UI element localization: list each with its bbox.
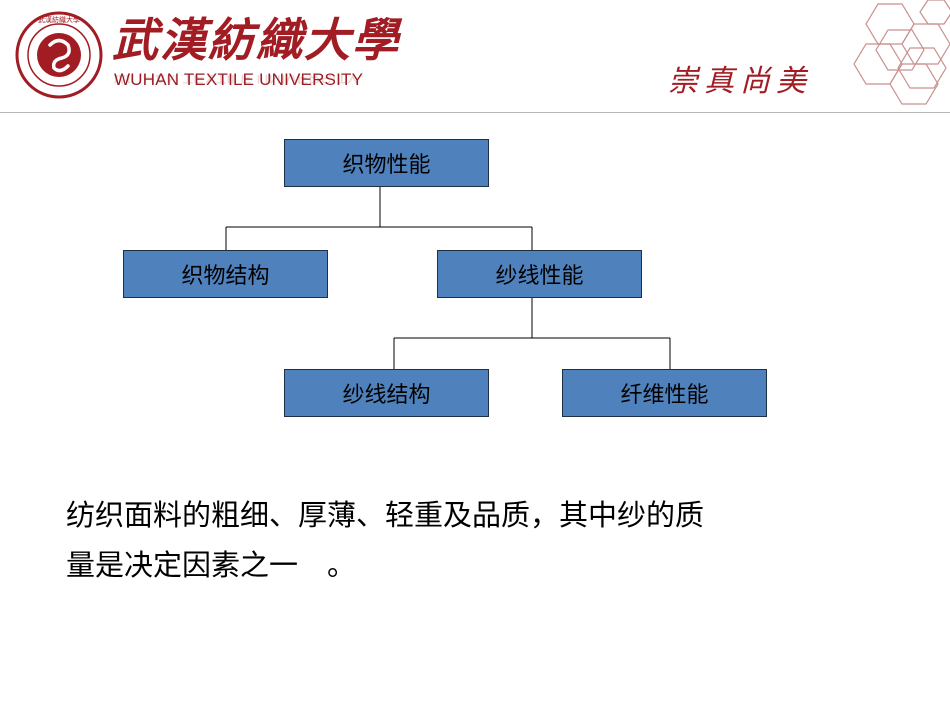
university-seal-logo: 武漢紡織大學 (15, 11, 103, 99)
university-motto: 崇真尚美 (668, 64, 812, 99)
node-yarn-properties: 纱线性能 (437, 250, 642, 298)
node-label: 纱线结构 (342, 383, 431, 408)
slide-body-text: 纺织面料的粗细、厚薄、轻重及品质，其中纱的质 量是决定因素之一 。 (66, 490, 896, 590)
node-label: 织物结构 (181, 264, 270, 289)
university-name-cn: 武漢紡織大學 (112, 13, 400, 67)
node-label: 纱线性能 (495, 264, 584, 289)
hexagon-decoration (853, 0, 950, 105)
node-fiber-properties: 纤维性能 (562, 369, 767, 417)
node-label: 织物性能 (342, 153, 431, 178)
svg-text:武漢紡織大學: 武漢紡織大學 (38, 15, 80, 24)
body-line-1: 纺织面料的粗细、厚薄、轻重及品质，其中纱的质 (66, 498, 705, 532)
node-yarn-structure: 纱线结构 (284, 369, 489, 417)
node-label: 纤维性能 (620, 383, 709, 408)
university-name-en: WUHAN TEXTILE UNIVERSITY (114, 70, 364, 89)
node-fabric-properties: 织物性能 (284, 139, 489, 187)
header-divider (0, 112, 950, 113)
slide-header: 武漢紡織大學 武漢紡織大學 WUHAN TEXTILE UNIVERSITY W… (0, 0, 950, 118)
body-line-2: 量是决定因素之一 。 (66, 548, 357, 582)
node-fabric-structure: 织物结构 (123, 250, 328, 298)
